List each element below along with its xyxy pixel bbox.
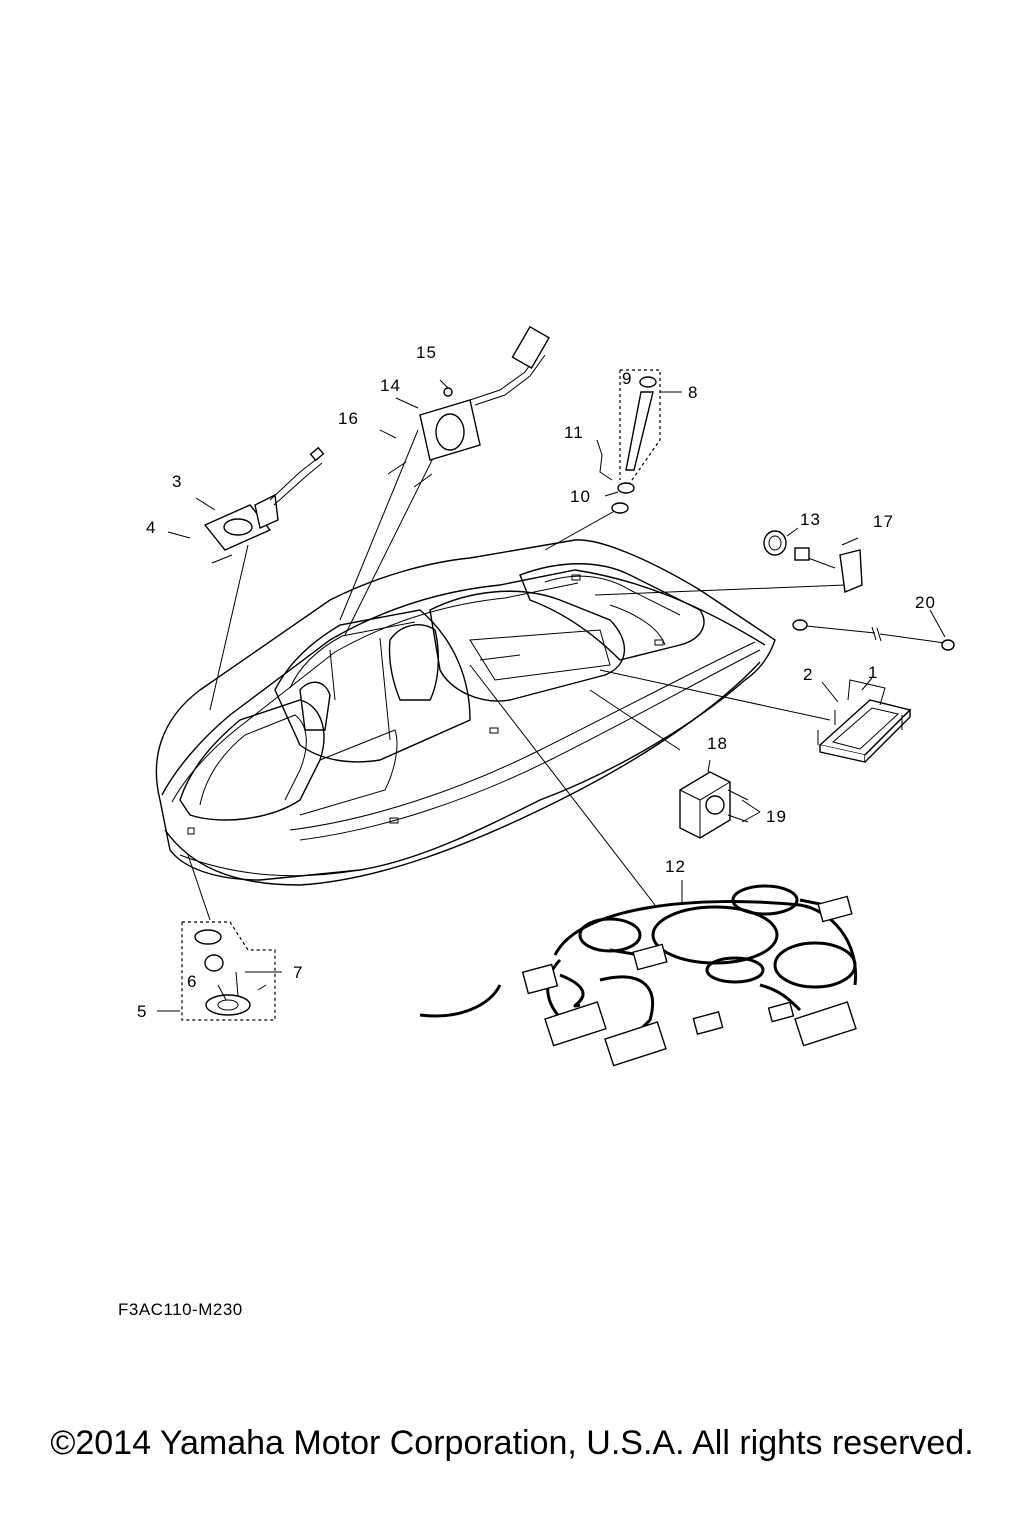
callout-labels: 1 2 3 4 5 6 7 8 9 10 11 12 13 14 15 16 1… (137, 343, 936, 1021)
callout-6: 6 (187, 972, 197, 991)
callout-10: 10 (570, 487, 591, 506)
wire-harness-12 (419, 880, 858, 1067)
callout-13: 13 (800, 510, 821, 529)
sensor-17-assembly (763, 527, 863, 593)
callout-20: 20 (915, 593, 936, 612)
callout-7: 7 (293, 963, 303, 982)
fuel-sender-assembly (167, 446, 325, 564)
callout-4: 4 (146, 518, 156, 537)
callout-12: 12 (665, 857, 686, 876)
callout-17: 17 (873, 512, 894, 531)
boat-hull (155, 539, 776, 886)
callout-9: 9 (622, 369, 632, 388)
callout-1: 1 (868, 663, 878, 682)
callout-11: 11 (564, 423, 584, 442)
leader-lines (187, 419, 846, 921)
copyright-notice: ©2014 Yamaha Motor Corporation, U.S.A. A… (50, 1424, 974, 1462)
callout-5: 5 (137, 1002, 147, 1021)
filler-tube-assembly (596, 369, 682, 514)
callout-8: 8 (688, 383, 698, 402)
callout-15: 15 (416, 343, 437, 362)
module-18 (679, 759, 761, 839)
callout-2: 2 (803, 665, 813, 684)
callout-14: 14 (380, 376, 401, 395)
callout-16: 16 (338, 409, 359, 428)
fitting-5-assembly (157, 921, 282, 1021)
battery-box (817, 677, 912, 763)
diagram-code: F3AC110-M230 (118, 1300, 243, 1319)
callout-3: 3 (172, 472, 182, 491)
callout-19: 19 (766, 807, 787, 826)
cable-20 (792, 609, 955, 651)
sensor-plate-assembly (379, 325, 550, 488)
callout-18: 18 (707, 734, 728, 753)
